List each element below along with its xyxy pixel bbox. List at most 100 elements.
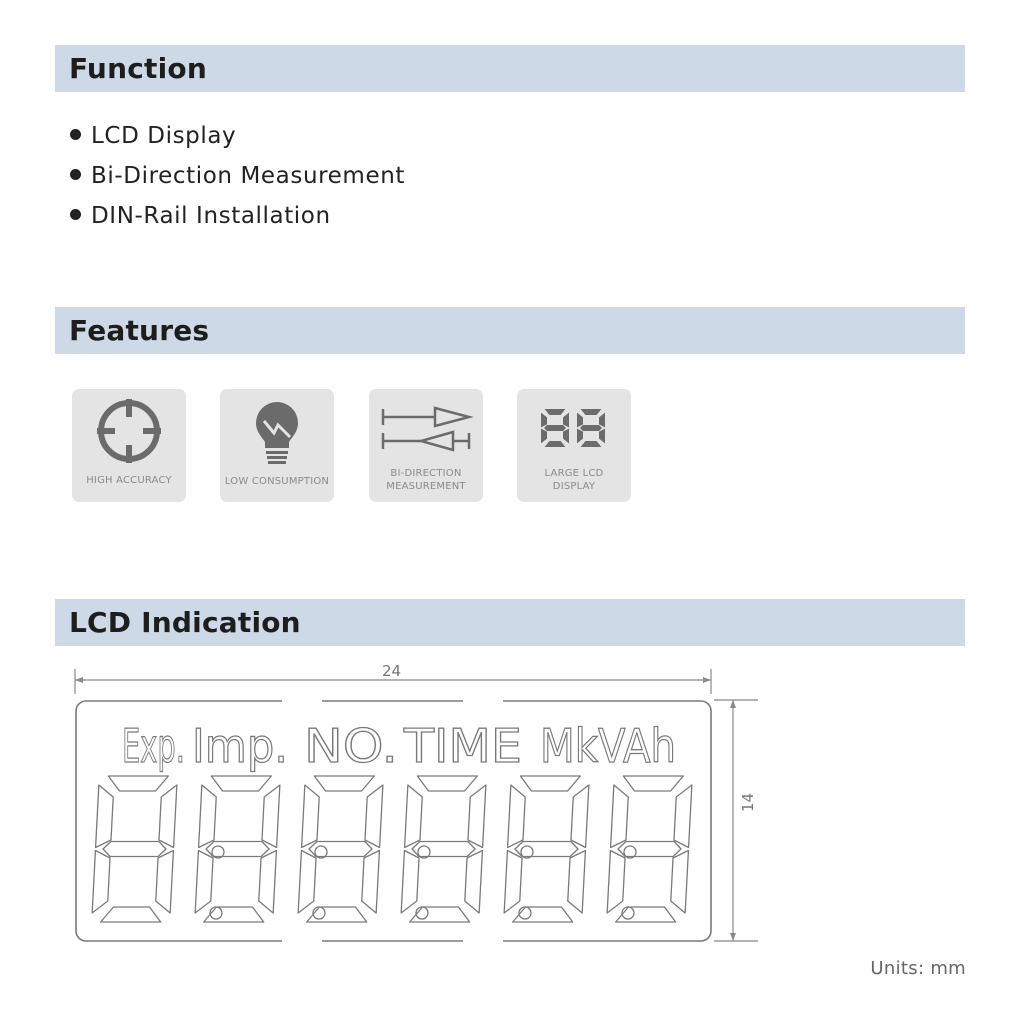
- lcd-segment: [94, 784, 114, 849]
- lcd-segment: [258, 849, 278, 914]
- bullet-icon: [70, 209, 81, 220]
- lcd-segment: [364, 784, 384, 849]
- feature-caption: BI-DIRECTION: [390, 468, 462, 479]
- lcd-segment: [512, 906, 574, 923]
- features-title: Features: [69, 314, 210, 347]
- lcd-height-label: 14: [739, 792, 757, 812]
- lcd-label: MkVAh: [540, 719, 676, 773]
- lcd-segment: [519, 775, 581, 792]
- lcd-segment: [544, 441, 566, 447]
- feature-caption: DISPLAY: [552, 481, 596, 492]
- lcd-segment: [541, 428, 547, 444]
- lcd-segment: [464, 849, 484, 914]
- lcd-segment: [506, 784, 526, 849]
- function-header: Function: [55, 45, 965, 92]
- lcd-segment: [261, 784, 281, 849]
- lcd-segment: [570, 784, 590, 849]
- lcd-segment: [158, 784, 178, 849]
- lcd-header: LCD Indication: [55, 599, 965, 646]
- bi-direction-arrows-icon: [381, 406, 474, 452]
- feature-caption: LARGE LCD: [544, 468, 604, 479]
- lcd-label: Imp.: [192, 719, 288, 773]
- lcd-segment: [580, 409, 602, 415]
- lcd-segment: [615, 906, 677, 923]
- lcd-segment: [467, 784, 487, 849]
- lcd-segment: [403, 784, 423, 849]
- feature-tile-low-consumption: LOW CONSUMPTION: [220, 389, 334, 502]
- lcd-segment: [102, 840, 167, 858]
- lcd-segment: [580, 425, 602, 431]
- lcd-segment: [622, 775, 684, 792]
- lcd-segment: [308, 840, 373, 858]
- lcd-title: LCD Indication: [69, 606, 301, 639]
- feature-tile-bi-direction: BI-DIRECTION MEASUREMENT: [369, 389, 483, 502]
- lcd-width-label: 24: [382, 662, 402, 680]
- lcd-segment: [411, 840, 476, 858]
- lcd-colon-dot: [211, 845, 225, 859]
- lcd-segment: [503, 849, 523, 914]
- lcd-segment: [617, 840, 682, 858]
- bullet-icon: [70, 129, 81, 140]
- lcd-segment: [107, 775, 169, 792]
- lcd-segment: [297, 849, 317, 914]
- lcd-segment: [100, 906, 162, 923]
- lcd-segment: [599, 412, 605, 428]
- feature-tile-high-accuracy: HIGH ACCURACY: [72, 389, 186, 502]
- lcd-segment: [155, 849, 175, 914]
- feature-caption: HIGH ACCURACY: [86, 475, 172, 486]
- lcd-label: NO.: [304, 719, 398, 773]
- function-title: Function: [69, 52, 207, 85]
- lcd-colon-dot: [623, 845, 637, 859]
- lcd-segment: [580, 441, 602, 447]
- function-list: LCD Display Bi-Direction Measurement DIN…: [70, 118, 405, 238]
- lcd-segment: [400, 849, 420, 914]
- lcd-colon-dot: [417, 845, 431, 859]
- lcd-segment: [563, 412, 569, 428]
- lcd-segment: [541, 412, 547, 428]
- lcd-segment: [313, 775, 375, 792]
- lcd-segment: [416, 775, 478, 792]
- lcd-digit: [606, 775, 693, 923]
- lcd-segment: [673, 784, 693, 849]
- lcd-segment: [567, 849, 587, 914]
- units-note: Units: mm: [870, 958, 966, 979]
- lcd-segment: [606, 849, 626, 914]
- lcd-segment: [194, 849, 214, 914]
- lcd-segment: [544, 425, 566, 431]
- function-item: LCD Display: [70, 118, 405, 158]
- lcd-segment: [609, 784, 629, 849]
- lcd-segment: [306, 906, 368, 923]
- lcd-digit: [194, 775, 281, 923]
- lcd-digit: [400, 775, 487, 923]
- seven-segment-88-icon: [541, 409, 605, 447]
- feature-tile-large-lcd: LARGE LCD DISPLAY: [517, 389, 631, 502]
- lcd-segment: [197, 784, 217, 849]
- lcd-segment: [577, 412, 583, 428]
- lcd-segment: [300, 784, 320, 849]
- lcd-digit: [297, 775, 384, 923]
- lcd-digit: [91, 775, 178, 923]
- lcd-segment: [210, 775, 272, 792]
- bullet-icon: [70, 169, 81, 180]
- lcd-segment: [563, 428, 569, 444]
- function-item: Bi-Direction Measurement: [70, 158, 405, 198]
- lcd-segment: [599, 428, 605, 444]
- lcd-segment: [409, 906, 471, 923]
- lightbulb-icon: [256, 402, 298, 464]
- lcd-segment: [91, 849, 111, 914]
- lcd-digits: [91, 775, 693, 923]
- lcd-segment: [514, 840, 579, 858]
- lcd-segment: [544, 409, 566, 415]
- features-header: Features: [55, 307, 965, 354]
- lcd-colon-dot: [314, 845, 328, 859]
- feature-caption: LOW CONSUMPTION: [224, 476, 330, 487]
- crosshair-icon: [97, 399, 161, 463]
- lcd-label: TIME: [403, 719, 522, 773]
- lcd-segment: [670, 849, 690, 914]
- lcd-segment: [361, 849, 381, 914]
- lcd-digit: [503, 775, 590, 923]
- lcd-segment: [203, 906, 265, 923]
- feature-caption: MEASUREMENT: [386, 481, 466, 492]
